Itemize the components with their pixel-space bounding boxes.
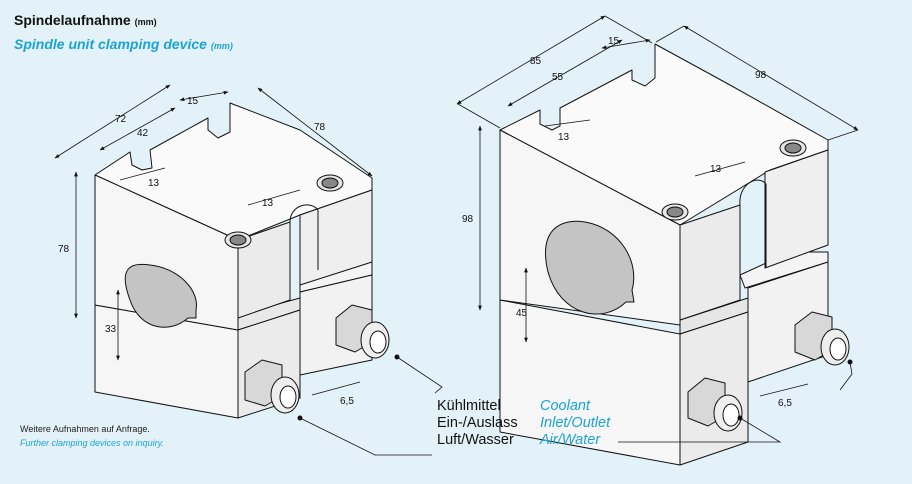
small-leader-dot-2 (297, 415, 303, 421)
large-dim-98-height: 98 (462, 214, 474, 225)
small-dim-15: 15 (187, 96, 199, 107)
note-english: Further clamping devices on inquiry. (20, 438, 164, 448)
small-dim-13-a: 13 (148, 178, 160, 189)
large-screw-2 (779, 139, 807, 157)
legend-de-air: Luft/Wasser (437, 432, 514, 448)
large-leader-dot-2 (847, 359, 853, 365)
large-screw-1 (661, 203, 689, 221)
legend: Kühlmittel Coolant Ein-/Auslass Inlet/Outl… (437, 398, 610, 449)
large-dim-13-b: 13 (710, 164, 722, 175)
small-top-side (237, 221, 291, 319)
small-screw-1 (224, 231, 252, 249)
small-leader-dot-1 (394, 354, 400, 360)
small-dim-13-b: 13 (262, 198, 274, 209)
legend-leaders (299, 356, 853, 456)
large-slot (739, 179, 767, 268)
large-clamping-device (499, 43, 850, 466)
large-top-right-side (764, 149, 829, 269)
title-english-unit: (mm) (210, 41, 233, 51)
note-german: Weitere Aufnahmen auf Anfrage. (20, 424, 150, 434)
small-dim-78-top: 78 (314, 122, 326, 133)
small-fitting-2 (335, 304, 390, 359)
large-dim-6-5: 6,5 (778, 398, 792, 409)
large-top-side (679, 204, 741, 321)
large-dim-45: 45 (516, 308, 528, 319)
small-bore (124, 263, 197, 328)
title-english: Spindle unit clamping device (mm) (14, 36, 233, 52)
title-german-unit: (mm) (134, 17, 157, 27)
large-leader-dot-1 (737, 415, 743, 421)
legend-row-inlet: Ein-/Auslass Inlet/Outlet (437, 415, 610, 432)
title-german-text: Spindelaufnahme (14, 12, 131, 28)
title-english-text: Spindle unit clamping device (14, 36, 207, 52)
large-dim-55: 55 (552, 72, 564, 83)
small-dimensions (54, 84, 373, 396)
small-dim-6-5: 6,5 (340, 396, 354, 407)
small-dim-78-height: 78 (58, 244, 70, 255)
small-fitting-1 (244, 359, 300, 414)
title-german: Spindelaufnahme (mm) (14, 12, 157, 28)
large-dim-98-top: 98 (755, 70, 767, 81)
small-dim-42: 42 (137, 128, 149, 139)
large-dim-15: 15 (608, 36, 620, 47)
large-dim-13-a: 13 (558, 132, 570, 143)
legend-en-air: Air/Water (540, 432, 601, 448)
large-dim-85: 85 (530, 56, 542, 67)
small-dim-72: 72 (115, 114, 127, 125)
small-clamping-device (94, 102, 390, 419)
legend-de-coolant: Kühlmittel (437, 398, 501, 414)
small-slot (289, 204, 319, 270)
large-bore (545, 220, 635, 315)
small-screw-2 (316, 174, 344, 192)
legend-de-inlet: Ein-/Auslass (437, 415, 518, 431)
legend-en-coolant: Coolant (540, 398, 590, 414)
legend-row-air: Luft/Wasser Air/Water (437, 432, 610, 449)
small-dim-33: 33 (105, 324, 117, 335)
legend-en-inlet: Inlet/Outlet (540, 415, 611, 431)
legend-row-coolant: Kühlmittel Coolant (437, 398, 610, 415)
large-fitting-1 (687, 377, 743, 432)
large-dimensions (456, 15, 859, 397)
large-fitting-2 (794, 311, 850, 366)
